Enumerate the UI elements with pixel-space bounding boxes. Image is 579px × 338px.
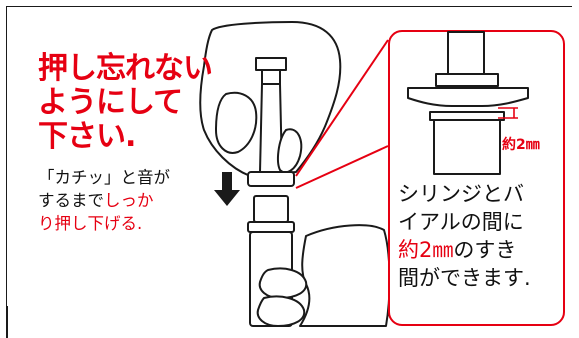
callout-line-1: シリンジとバ	[398, 182, 524, 206]
figure-frame	[6, 6, 572, 332]
frame-edge	[6, 306, 8, 338]
warning-line-1: 押し忘れない	[38, 51, 213, 86]
callout-text: シリンジとバ イアルの間に 約2㎜のすき 間ができます.	[398, 180, 531, 292]
warning-text: 押し忘れない ようにして 下さい.	[38, 51, 213, 154]
callout-line-3-rest: のすき	[453, 238, 517, 262]
callout-line-4: 間ができます.	[398, 266, 531, 290]
warning-line-2: ようにして	[38, 85, 183, 120]
instruction-line-2-plain: するまで	[38, 191, 104, 210]
instruction-text: 「カチッ」と音が するまでしっか り押し下げる.	[38, 166, 170, 235]
callout-gap-value: 約2㎜	[398, 238, 454, 262]
adapter-collar	[247, 171, 295, 187]
callout-line-3: 約2㎜のすき	[398, 236, 531, 264]
instruction-line-3: り押し下げる.	[38, 214, 143, 233]
callout-line-2: イアルの間に	[398, 210, 524, 234]
push-down-arrow	[214, 172, 240, 206]
upper-fingers	[215, 91, 258, 154]
warning-line-3: 下さい.	[38, 119, 136, 154]
instruction-line-1: 「カチッ」と音が	[38, 168, 170, 187]
callout-pointer	[295, 145, 389, 189]
gap-dimension-label: 約2㎜	[502, 137, 540, 153]
instruction-line-2: するまでしっか	[38, 189, 170, 212]
instruction-line-2-emphasis: しっか	[104, 191, 154, 210]
